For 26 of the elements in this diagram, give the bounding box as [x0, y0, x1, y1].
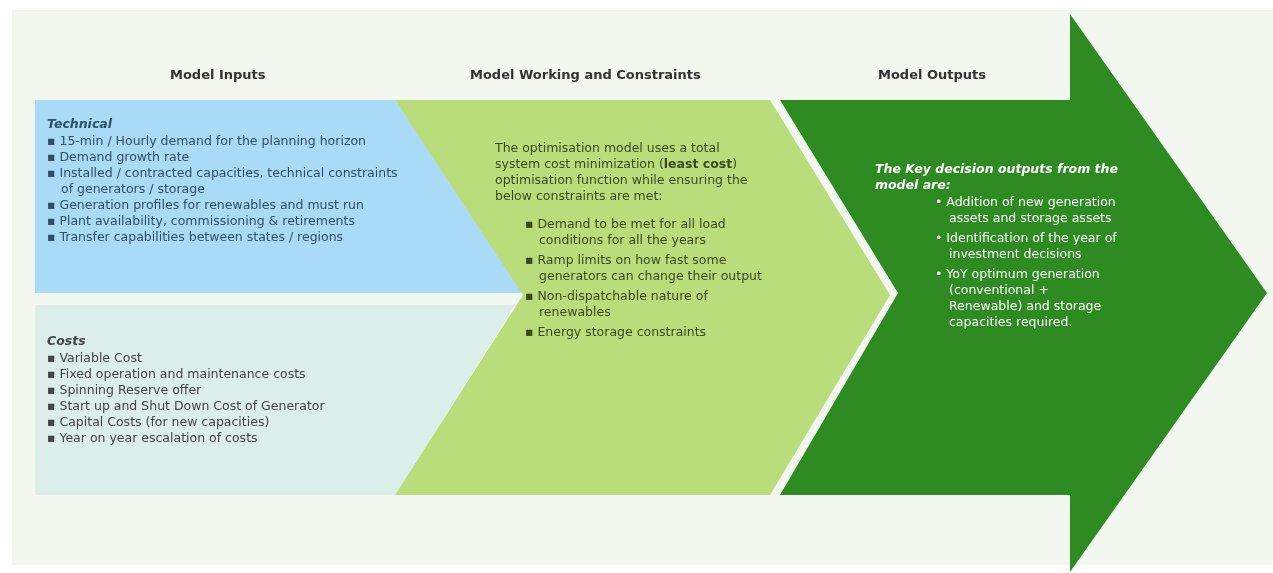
bullet-item: ▪ Spinning Reserve offer: [47, 382, 203, 398]
bullet-item: • Identification of the year of investment decisions: [935, 230, 1118, 262]
bullet-item: ▪ Start up and Shut Down Cost of Generator: [47, 398, 326, 414]
bullet-item: ▪ Year on year escalation of costs: [47, 430, 259, 446]
bullet-item: ▪ Transfer capabilities between states / regions: [47, 229, 345, 245]
bullet-item: ▪ Fixed operation and maintenance costs: [47, 366, 307, 382]
bullet-item: ▪ Ramp limits on how fast some generators can change their output: [525, 252, 763, 284]
column-heading: Model Working and Constraints: [470, 67, 701, 82]
bullet-item: • Addition of new generation assets and storage assets: [935, 194, 1117, 226]
section-heading: Costs: [47, 333, 87, 349]
bullet-item: ▪ 15-min / Hourly demand for the planning horizon: [47, 133, 367, 149]
column-heading: Model Inputs: [170, 67, 266, 82]
bullet-item: ▪ Non-dispatchable nature of renewables: [525, 288, 709, 320]
bullet-item: ▪ Installed / contracted capacities, technical constraints of generators / storage: [47, 165, 399, 197]
bullet-item: ▪ Plant availability, commissioning & retirements: [47, 213, 356, 229]
bullet-item: ▪ Generation profiles for renewables and must run: [47, 197, 365, 213]
description-text: The optimisation model uses a total system cost minimization (least cost) optimisation function while ensuring the below constraints are met:: [495, 140, 749, 204]
bullet-item: ▪ Demand to be met for all load conditions for all the years: [525, 216, 727, 248]
bullet-item: ▪ Energy storage constraints: [525, 324, 708, 340]
section-heading: Technical: [47, 116, 113, 132]
bullet-item: • YoY optimum generation (conventional + Renewable) and storage capacities required.: [935, 266, 1103, 330]
bullet-item: ▪ Variable Cost: [47, 350, 143, 366]
section-heading: The Key decision outputs from the model are:: [875, 161, 1119, 193]
column-heading: Model Outputs: [878, 67, 986, 82]
bullet-item: ▪ Capital Costs (for new capacities): [47, 414, 271, 430]
bullet-item: ▪ Demand growth rate: [47, 149, 191, 165]
